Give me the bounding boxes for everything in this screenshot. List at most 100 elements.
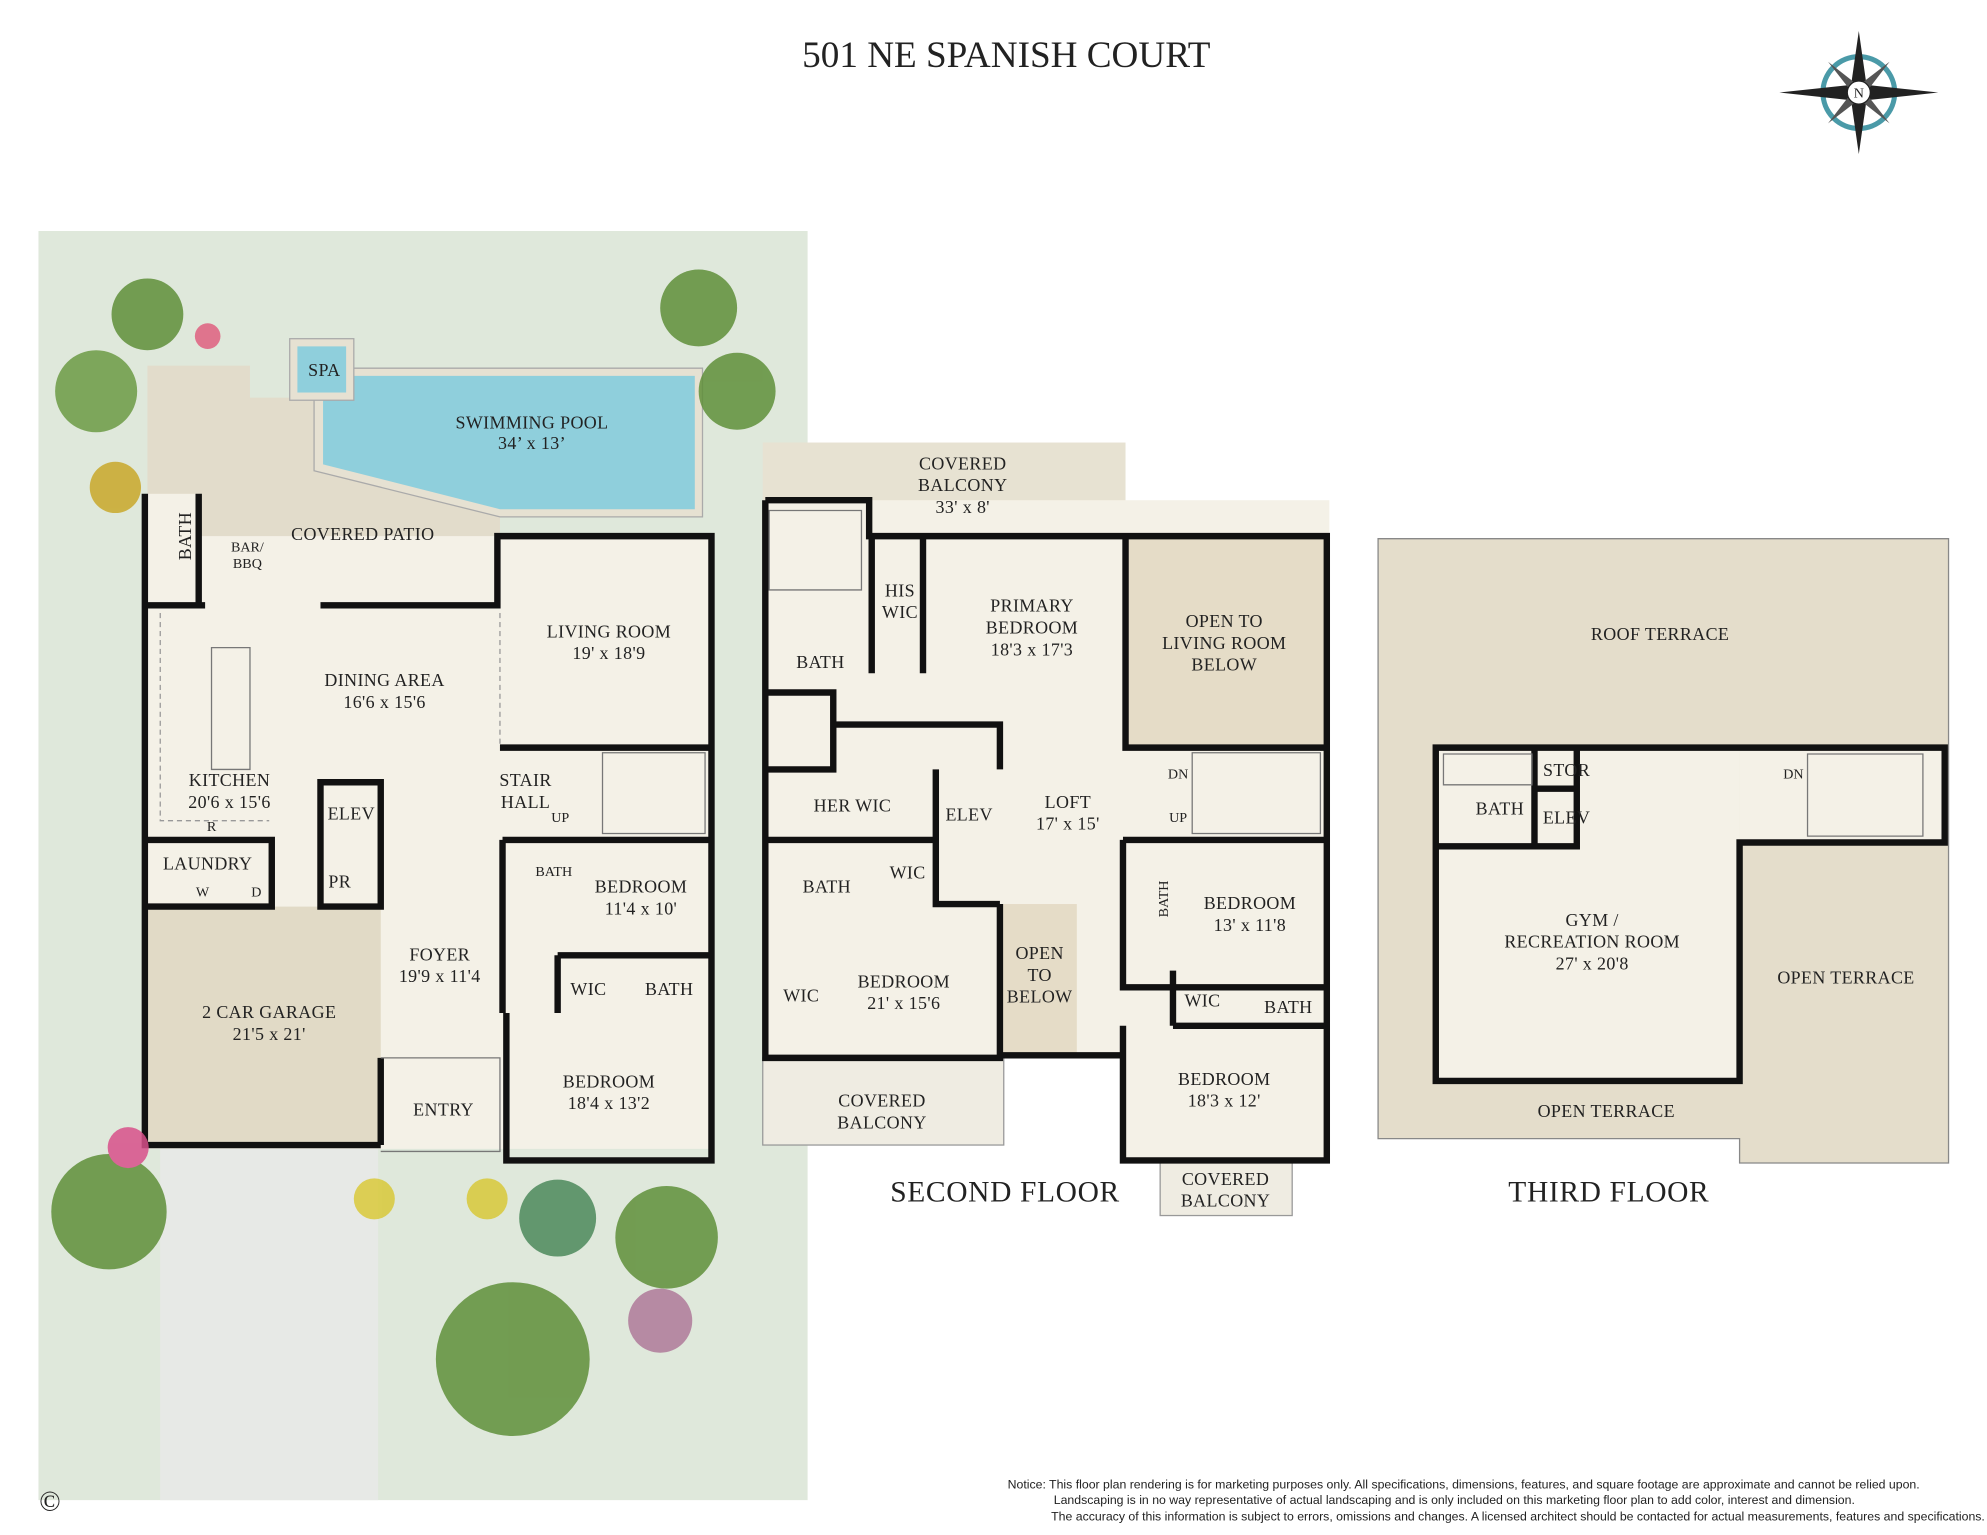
spa-label: SPA <box>308 360 340 380</box>
stair-hall-label-1: STAIR <box>499 770 551 790</box>
gym-label-2: RECREATION ROOM <box>1504 932 1680 952</box>
covered-patio-label: COVERED PATIO <box>291 524 434 544</box>
laundry-label: LAUNDRY <box>163 853 252 873</box>
bedroom-label: BEDROOM <box>858 971 950 991</box>
dryer-label: D <box>251 884 261 900</box>
stair-up-label: UP <box>1169 810 1187 826</box>
patio-bath-label: BATH <box>175 512 195 560</box>
kitchen-dims: 20'6 x 15'6 <box>188 792 270 812</box>
bath-label-4: BATH <box>1264 997 1312 1017</box>
open-to-below-label-1: OPEN <box>1015 943 1063 963</box>
dining-area-dims: 16'6 x 15'6 <box>343 692 425 712</box>
copyright-symbol: © <box>39 1486 60 1517</box>
wic-label-2: WIC <box>783 985 819 1005</box>
second-floor-title: SECOND FLOOR <box>890 1176 1120 1208</box>
garage-label: 2 CAR GARAGE <box>202 1002 336 1022</box>
bath-label: BATH <box>803 876 851 896</box>
gym-dims: 27' x 20'8 <box>1556 953 1629 973</box>
open-terrace-right-label: OPEN TERRACE <box>1777 968 1914 988</box>
bedroom-label: BEDROOM <box>595 876 687 896</box>
covered-balcony-dims: 33' x 8' <box>936 497 990 517</box>
compass-north-letter: N <box>1854 86 1864 102</box>
spa <box>297 346 347 393</box>
elev-label: ELEV <box>945 805 992 825</box>
third-floor-title: THIRD FLOOR <box>1508 1176 1709 1208</box>
stair-hall-label-2: HALL <box>501 792 550 812</box>
living-room-label: LIVING ROOM <box>547 621 671 641</box>
covered-balcony-right-2: BALCONY <box>1181 1191 1270 1211</box>
fridge-label: R <box>207 819 217 835</box>
kitchen-label: KITCHEN <box>189 770 270 790</box>
open-terrace-bottom-label: OPEN TERRACE <box>1538 1101 1675 1121</box>
bedroom-dims-2: 13' x 11'8 <box>1214 915 1286 935</box>
swimming-pool <box>323 375 695 510</box>
bath-label: BATH <box>535 864 572 880</box>
washer-label: W <box>196 884 210 900</box>
bedroom-label-2: BEDROOM <box>563 1071 655 1091</box>
wic-label: WIC <box>570 979 606 999</box>
living-room-dims: 19' x 18'9 <box>572 643 645 663</box>
page-title: 501 NE SPANISH COURT <box>802 35 1211 76</box>
bedroom-dims-2: 18'4 x 13'2 <box>568 1093 650 1113</box>
driveway <box>160 1147 379 1501</box>
covered-balcony-label-2: BALCONY <box>918 475 1007 495</box>
primary-bedroom-dims: 18'3 x 17'3 <box>991 639 1073 659</box>
notice-line-1: Notice: This floor plan rendering is for… <box>1008 1478 1920 1492</box>
bath-label-2: BATH <box>645 979 693 999</box>
compass-rose-icon: N <box>1779 31 1939 155</box>
bath-label-3: BATH <box>1156 880 1172 917</box>
notice-line-2: Landscaping is in no way representative … <box>1054 1493 1855 1507</box>
bedroom-dims-3: 18'3 x 12' <box>1188 1091 1261 1111</box>
open-to-living-label-1: OPEN TO <box>1186 611 1263 631</box>
open-to-below <box>999 904 1077 1056</box>
foyer-label: FOYER <box>409 944 470 964</box>
elev-label: ELEV <box>328 803 375 823</box>
open-to-below-label-2: TO <box>1027 965 1051 985</box>
bedroom-label-2: BEDROOM <box>1204 893 1296 913</box>
her-wic-label: HER WIC <box>814 796 892 816</box>
covered-balcony-left-1: COVERED <box>838 1091 925 1111</box>
bedroom-label-3: BEDROOM <box>1178 1069 1270 1089</box>
his-wic-label-1: HIS <box>885 580 915 600</box>
bar-label: BAR/ <box>231 539 264 555</box>
primary-bedroom-label-2: BEDROOM <box>986 618 1078 638</box>
loft-label: LOFT <box>1045 792 1091 812</box>
roof-terrace-label: ROOF TERRACE <box>1591 624 1729 644</box>
foyer-dims: 19'9 x 11'4 <box>399 966 481 986</box>
powder-room-label: PR <box>328 871 351 891</box>
covered-balcony-right-1: COVERED <box>1182 1169 1269 1189</box>
loft-dims: 17' x 15' <box>1036 814 1100 834</box>
wic-label-3: WIC <box>1184 991 1220 1011</box>
palm-tree-icon <box>51 269 776 1437</box>
bath-label: BATH <box>1476 798 1524 818</box>
stair-up-label: UP <box>551 810 569 826</box>
open-to-living-label-2: LIVING ROOM <box>1162 633 1286 653</box>
notice-line-3: The accuracy of this information is subj… <box>1051 1510 1985 1524</box>
stor-label: STOR <box>1543 760 1590 780</box>
stair-dn-label: DN <box>1168 766 1188 782</box>
open-to-below-label-3: BELOW <box>1007 987 1073 1007</box>
bedroom-dims: 21' x 15'6 <box>867 993 940 1013</box>
bbq-label: BBQ <box>233 556 262 572</box>
pool-dims: 34’ x 13’ <box>498 433 566 453</box>
primary-bath-label: BATH <box>796 652 844 672</box>
elev-label: ELEV <box>1543 807 1590 827</box>
his-wic-label-2: WIC <box>882 602 918 622</box>
covered-balcony-left-2: BALCONY <box>837 1112 926 1132</box>
open-to-living-room <box>1125 536 1325 748</box>
open-to-living-label-3: BELOW <box>1191 655 1257 675</box>
pool-label: SWIMMING POOL <box>456 412 609 432</box>
first-floor: SPA SWIMMING POOL 34’ x 13’ COVERED PATI… <box>38 0 808 1501</box>
wic-label: WIC <box>890 862 926 882</box>
dining-area-label: DINING AREA <box>324 670 444 690</box>
second-floor: COVERED BALCONY 33' x 8' BATH HIS WIC PR… <box>762 442 1331 1217</box>
third-floor: ROOF TERRACE STOR BATH ELEV DN GYM / REC… <box>1377 538 1950 1208</box>
bedroom-dims: 11'4 x 10' <box>605 898 677 918</box>
entry-label: ENTRY <box>413 1100 474 1120</box>
stair-dn-label: DN <box>1783 766 1803 782</box>
garage-dims: 21'5 x 21' <box>233 1024 306 1044</box>
primary-bedroom-label-1: PRIMARY <box>990 596 1073 616</box>
garage-floor <box>147 906 381 1146</box>
gym-label-1: GYM / <box>1566 910 1619 930</box>
